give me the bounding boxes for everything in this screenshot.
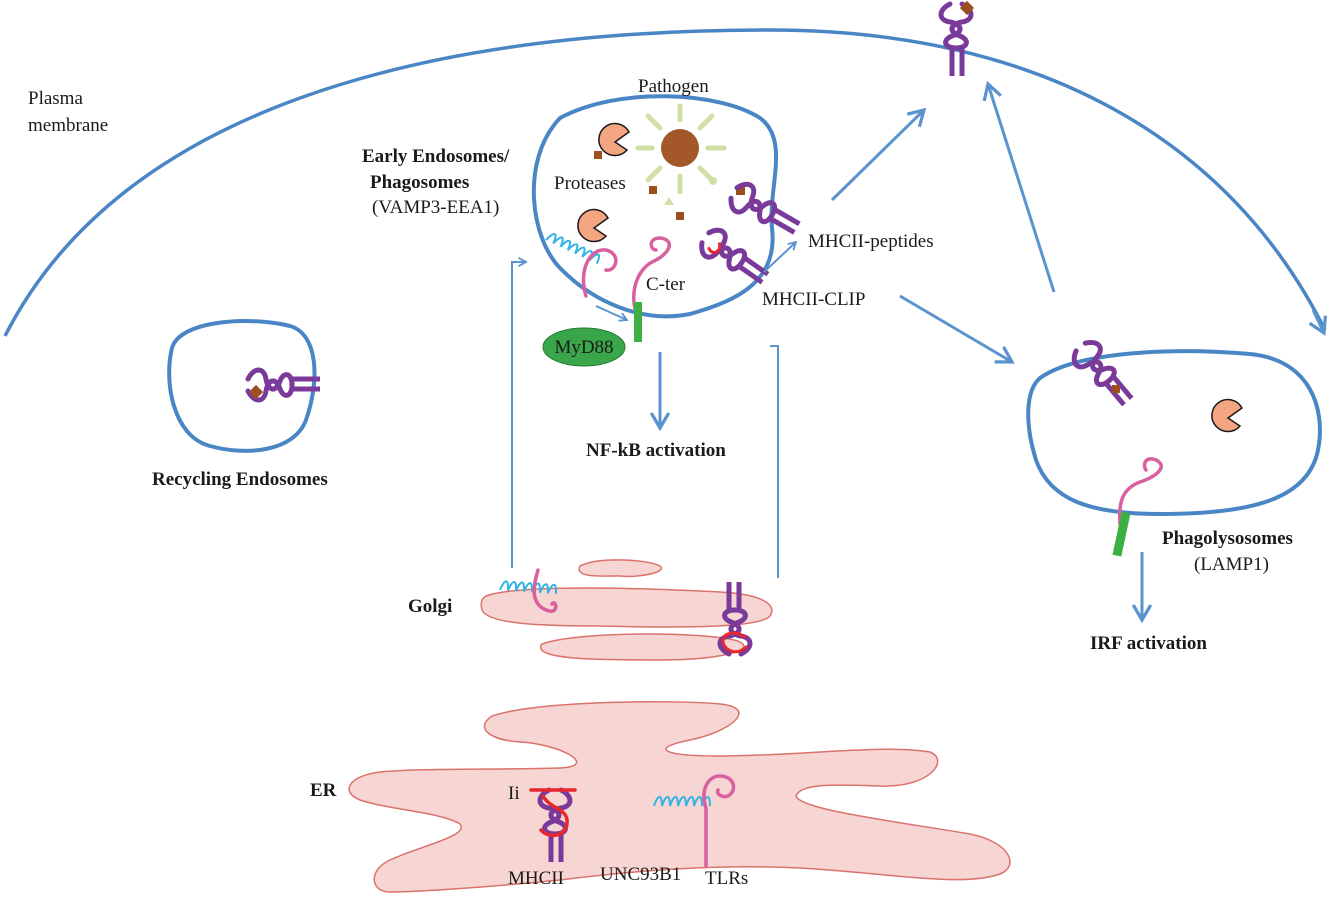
golgi bbox=[480, 559, 773, 661]
arrow-peptides-to-membrane bbox=[830, 110, 924, 202]
label-unc93b1: UNC93B1 bbox=[600, 864, 681, 885]
tlr-endosome-1 bbox=[581, 248, 618, 298]
tlr-endosome-2 bbox=[632, 236, 671, 324]
mhcii-phagolysosome bbox=[1069, 337, 1138, 411]
mhcii-endosome-upper bbox=[727, 180, 804, 242]
pathogen bbox=[635, 103, 727, 205]
protease-1 bbox=[598, 122, 630, 157]
label-phagolysosomes: Phagolysosomes bbox=[1162, 528, 1293, 549]
label-golgi: Golgi bbox=[408, 596, 452, 617]
protease-phagolysosome bbox=[1211, 398, 1243, 433]
arrow-tlr-to-tir bbox=[595, 305, 627, 320]
mhcii-ii-er bbox=[529, 790, 577, 862]
myd88 bbox=[542, 327, 626, 367]
peptide-recycling bbox=[248, 384, 264, 400]
peptide-fragment bbox=[736, 186, 745, 195]
arrow-clip-to-peptides bbox=[763, 242, 796, 273]
peptide-fragment bbox=[594, 151, 602, 159]
mhcii-ii-golgi bbox=[720, 582, 750, 654]
label-mhcii-clip: MHCII-CLIP bbox=[762, 289, 865, 310]
early-endosome bbox=[531, 94, 779, 319]
label-proteases: Proteases bbox=[554, 173, 626, 194]
label-plasma-line1: Plasma bbox=[28, 88, 83, 109]
label-recycling-endosomes: Recycling Endosomes bbox=[152, 469, 328, 490]
peptide-phagolysosome bbox=[1112, 385, 1120, 393]
phagolysosome bbox=[1026, 349, 1322, 517]
label-pathogen: Pathogen bbox=[638, 76, 709, 97]
tlr-golgi bbox=[532, 568, 558, 613]
label-c-ter: C-ter bbox=[646, 274, 686, 295]
label-lamp1: (LAMP1) bbox=[1194, 554, 1269, 575]
label-early-endosomes-line2: Phagosomes bbox=[370, 172, 469, 193]
label-mhcii-peptides: MHCII-peptides bbox=[808, 231, 934, 252]
peptide-fragment bbox=[649, 186, 657, 194]
traffic-golgi-to-endosome-left bbox=[511, 262, 526, 568]
recycling-endosome bbox=[167, 319, 317, 453]
label-early-endosomes-line3: (VAMP3-EEA1) bbox=[372, 197, 499, 218]
tlr-phagolysosome bbox=[1117, 457, 1163, 526]
label-mhcii: MHCII bbox=[508, 868, 564, 889]
label-nfkb-activation: NF-kB activation bbox=[586, 440, 726, 461]
arrow-clip-to-phagolysosome bbox=[899, 294, 1012, 362]
arrow-phagolysosome-to-membrane bbox=[988, 84, 1056, 293]
arrowhead-plasma-right bbox=[1313, 309, 1324, 333]
peptide-membrane-mhcii bbox=[959, 0, 975, 16]
tir-domain-endosome bbox=[634, 302, 642, 342]
mhcii-plasma-membrane bbox=[941, 4, 971, 76]
label-er: ER bbox=[310, 780, 337, 801]
mhcii-clip-endosome bbox=[697, 226, 773, 292]
peptide-fragment bbox=[676, 212, 684, 220]
label-myd88: MyD88 bbox=[554, 337, 613, 358]
label-tlrs: TLRs bbox=[705, 868, 748, 889]
label-early-endosomes-line1: Early Endosomes/ bbox=[362, 146, 510, 167]
label-ii: Ii bbox=[508, 783, 520, 804]
tir-domain-phagolysosome bbox=[1112, 511, 1131, 557]
protease-2 bbox=[577, 208, 609, 243]
plasma-membrane bbox=[3, 28, 1327, 337]
label-irf-activation: IRF activation bbox=[1090, 633, 1207, 654]
label-plasma-line2: membrane bbox=[28, 115, 108, 136]
endoplasmic-reticulum bbox=[348, 701, 1011, 893]
tlr-er bbox=[702, 774, 736, 868]
traffic-golgi-to-endosome-right bbox=[770, 345, 779, 578]
